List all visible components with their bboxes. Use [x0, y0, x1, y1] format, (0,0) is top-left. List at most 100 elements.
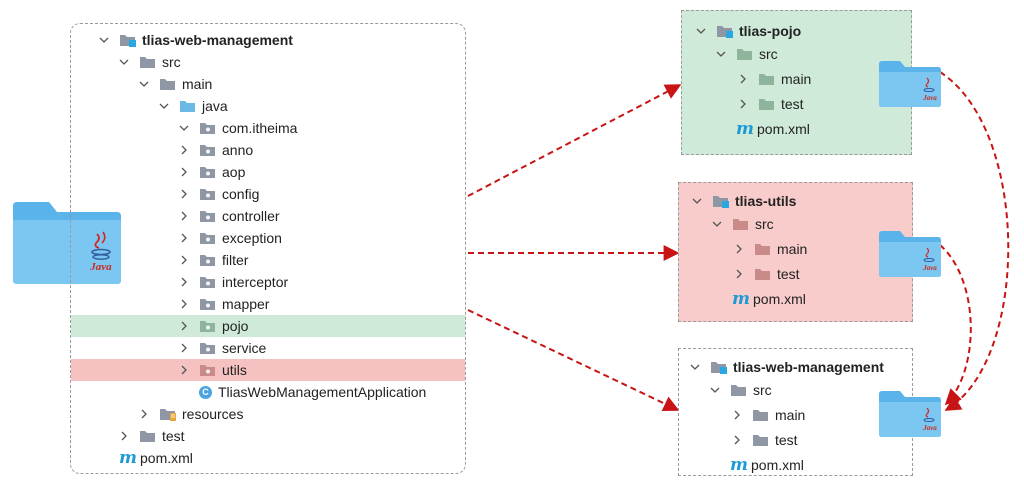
folder-icon — [139, 55, 157, 69]
chevron-down-icon[interactable] — [688, 360, 702, 374]
module-1-root-label: tlias-utils — [735, 193, 797, 209]
folder-icon — [736, 47, 754, 61]
tree-package-anno-label: anno — [222, 142, 254, 158]
module-2-src-label: src — [753, 382, 772, 398]
tree-package-interceptor[interactable]: interceptor — [177, 271, 288, 293]
module-0-src-label: src — [759, 46, 778, 62]
module-0-src[interactable]: src — [714, 43, 778, 65]
chevron-right-icon[interactable] — [732, 242, 746, 256]
module-folder-icon — [710, 360, 728, 374]
chevron-right-icon[interactable] — [177, 231, 191, 245]
chevron-down-icon[interactable] — [97, 33, 111, 47]
chevron-right-icon[interactable] — [137, 407, 151, 421]
package-icon — [199, 341, 217, 355]
tree-main-folder-label: main — [182, 76, 213, 92]
tree-package-root-label: com.itheima — [222, 120, 298, 136]
tree-java-folder[interactable]: java — [157, 95, 228, 117]
chevron-right-icon[interactable] — [730, 433, 744, 447]
tree-java-folder-label: java — [202, 98, 228, 114]
chevron-down-icon[interactable] — [710, 217, 724, 231]
chevron-down-icon[interactable] — [157, 99, 171, 113]
tree-test-folder[interactable]: test — [117, 425, 185, 447]
package-icon — [199, 297, 217, 311]
tree-package-filter[interactable]: filter — [177, 249, 248, 271]
folder-icon — [754, 267, 772, 281]
tree-package-mapper-label: mapper — [222, 296, 270, 312]
chevron-right-icon[interactable] — [117, 429, 131, 443]
arrow-pojo-to-web — [939, 71, 1010, 411]
project-tree-panel — [70, 23, 466, 474]
folder-icon — [139, 429, 157, 443]
module-2-root[interactable]: tlias-web-management — [688, 356, 884, 378]
tree-resources-folder[interactable]: resources — [137, 403, 243, 425]
chevron-down-icon[interactable] — [690, 194, 704, 208]
module-1-pom-label: pom.xml — [753, 291, 806, 307]
chevron-right-icon[interactable] — [177, 143, 191, 157]
svg-text:Java: Java — [922, 94, 937, 102]
chevron-right-icon[interactable] — [736, 97, 750, 111]
tree-package-config[interactable]: config — [177, 183, 259, 205]
tree-package-controller[interactable]: controller — [177, 205, 280, 227]
package-icon — [199, 143, 217, 157]
chevron-right-icon[interactable] — [177, 319, 191, 333]
module-2-src[interactable]: src — [708, 379, 772, 401]
folder-icon — [730, 383, 748, 397]
tree-package-pojo-label: pojo — [222, 318, 249, 334]
module-0-test-label: test — [781, 96, 804, 112]
maven-icon: m — [736, 119, 754, 139]
chevron-right-icon[interactable] — [177, 363, 191, 377]
java-folder-icon: Java — [11, 200, 123, 286]
module-0-test[interactable]: test — [736, 93, 804, 115]
chevron-right-icon[interactable] — [177, 341, 191, 355]
package-icon — [199, 121, 217, 135]
tree-package-anno[interactable]: anno — [177, 139, 253, 161]
tree-root-project[interactable]: tlias-web-management — [97, 29, 293, 51]
module-1-test[interactable]: test — [732, 263, 800, 285]
java-folder-small-icon: Java — [878, 390, 942, 443]
tree-package-aop[interactable]: aop — [177, 161, 245, 183]
tree-package-pojo[interactable]: pojo — [71, 315, 465, 337]
module-0-main[interactable]: main — [736, 68, 811, 90]
arrow-utils-to-web — [939, 244, 972, 406]
tree-package-exception[interactable]: exception — [177, 227, 282, 249]
tree-package-utils[interactable]: utils — [71, 359, 465, 381]
chevron-down-icon[interactable] — [708, 383, 722, 397]
tree-src-folder-label: src — [162, 54, 181, 70]
package-icon — [199, 319, 217, 333]
tree-main-folder[interactable]: main — [137, 73, 212, 95]
chevron-right-icon[interactable] — [177, 253, 191, 267]
module-folder-icon — [712, 194, 730, 208]
tree-package-mapper[interactable]: mapper — [177, 293, 269, 315]
package-icon — [199, 209, 217, 223]
chevron-right-icon[interactable] — [177, 297, 191, 311]
tree-package-root[interactable]: com.itheima — [177, 117, 297, 139]
tree-package-interceptor-label: interceptor — [222, 274, 289, 290]
module-2-test[interactable]: test — [730, 429, 798, 451]
chevron-right-icon[interactable] — [177, 275, 191, 289]
module-0-root[interactable]: tlias-pojo — [694, 20, 801, 42]
chevron-right-icon[interactable] — [732, 267, 746, 281]
chevron-right-icon[interactable] — [177, 209, 191, 223]
chevron-right-icon[interactable] — [177, 165, 191, 179]
chevron-right-icon[interactable] — [177, 187, 191, 201]
chevron-down-icon[interactable] — [177, 121, 191, 135]
chevron-down-icon[interactable] — [694, 24, 708, 38]
module-1-main[interactable]: main — [732, 238, 807, 260]
chevron-down-icon[interactable] — [137, 77, 151, 91]
module-1-src[interactable]: src — [710, 213, 774, 235]
folder-icon — [752, 433, 770, 447]
module-2-main[interactable]: main — [730, 404, 805, 426]
arrow-to-pojo — [467, 84, 682, 197]
chevron-right-icon[interactable] — [730, 408, 744, 422]
chevron-down-icon[interactable] — [714, 47, 728, 61]
tree-src-folder[interactable]: src — [117, 51, 181, 73]
chevron-right-icon[interactable] — [736, 72, 750, 86]
tree-package-service[interactable]: service — [177, 337, 266, 359]
module-1-root[interactable]: tlias-utils — [690, 190, 796, 212]
chevron-down-icon[interactable] — [117, 55, 131, 69]
